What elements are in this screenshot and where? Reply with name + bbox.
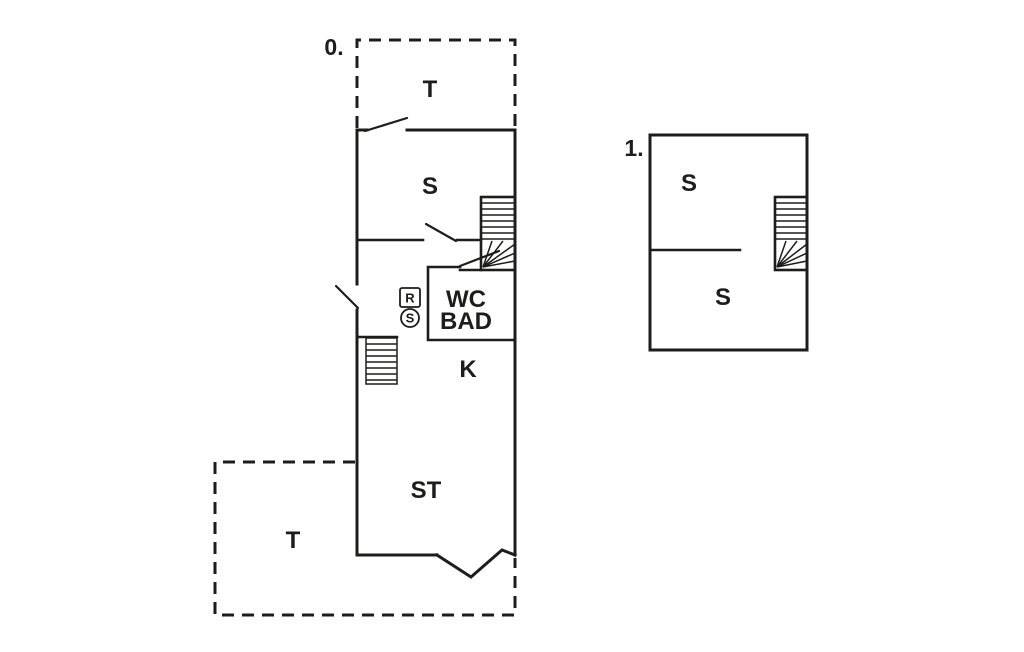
closet-steps-icon — [365, 337, 398, 385]
room-label-terrace-bottom: T — [286, 527, 301, 554]
room-label-kitchen: K — [459, 356, 477, 383]
staircase-treads — [481, 202, 515, 240]
room-label-bath: BAD — [440, 308, 492, 335]
exterior-wall-top-right — [405, 128, 517, 557]
door-leaf-bedroom — [424, 222, 458, 243]
floor-0-label: 0. — [324, 34, 343, 60]
floor1-staircase-icon — [773, 195, 809, 272]
room-label-bedroom: S — [422, 173, 438, 200]
r-symbol-label: R — [405, 291, 415, 306]
floor1-exterior-wall — [648, 133, 809, 352]
floor-0-plan: R S 0. T S WC BAD K ST T — [213, 34, 517, 617]
interior-wall-wc — [426, 265, 517, 342]
door-leaf-entry-top — [363, 116, 409, 133]
exterior-wall-bay — [434, 548, 517, 579]
room-label-terrace-top: T — [423, 76, 438, 103]
symbol-s-circle: S — [400, 308, 420, 328]
floor-1-label: 1. — [624, 135, 643, 161]
exterior-wall-left-lower — [355, 308, 439, 557]
terrace-bottom-outline — [213, 460, 517, 617]
s-symbol-label: S — [406, 311, 415, 326]
floor-1-plan: 1. S S — [624, 133, 809, 352]
staircase-icon — [479, 195, 517, 272]
closet-outline — [365, 337, 398, 385]
floor1-staircase-treads — [775, 202, 807, 240]
staircase-winders — [482, 240, 516, 268]
r-box-icon — [399, 287, 421, 308]
room-label-living: ST — [411, 477, 442, 504]
closet-treads — [366, 343, 397, 381]
room-label-wc: WC — [446, 286, 486, 313]
exterior-wall-left-upper — [355, 128, 369, 286]
door-leaf-entry-left — [334, 284, 360, 310]
s-circle-icon — [400, 308, 420, 328]
room-label-s-bottom: S — [715, 284, 731, 311]
symbol-r-box: R — [399, 287, 421, 308]
room-label-s-top: S — [681, 170, 697, 197]
floor1-staircase-winders — [776, 240, 808, 268]
terrace-top-outline — [355, 38, 517, 128]
